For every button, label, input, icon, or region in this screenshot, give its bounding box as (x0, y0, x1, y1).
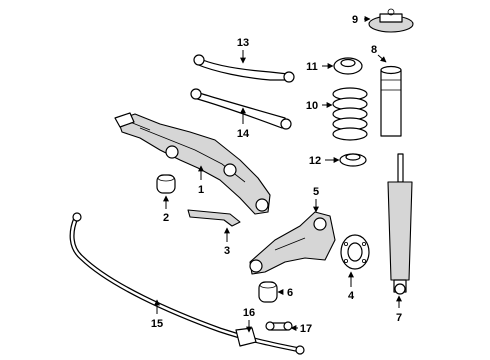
wheel-hub (340, 234, 370, 270)
dust-boot (380, 65, 402, 137)
rear-knuckle (249, 211, 336, 275)
upper-control-arm (193, 54, 295, 83)
stabilizer-link (265, 321, 293, 331)
callout-15: 15 (151, 318, 163, 330)
bushing (258, 281, 278, 303)
callout-5: 5 (313, 186, 319, 198)
callout-16: 16 (243, 307, 255, 319)
stabilizer-bushing (235, 327, 257, 347)
rear-subframe (114, 112, 271, 215)
callout-2: 2 (163, 212, 169, 224)
lower-spring-seat (339, 153, 367, 167)
callout-4: 4 (348, 290, 355, 302)
callout-10: 10 (306, 100, 318, 112)
callout-17: 17 (300, 323, 312, 335)
coil-spring (332, 87, 368, 141)
callout-8: 8 (371, 44, 377, 56)
upper-spring-seat (333, 57, 363, 75)
callout-14: 14 (237, 128, 250, 140)
shock-absorber (387, 153, 413, 295)
subframe-bushing (156, 174, 176, 194)
callout-12: 12 (309, 155, 321, 167)
callout-7: 7 (396, 312, 402, 324)
callout-6: 6 (287, 287, 293, 299)
lower-control-arm (190, 88, 292, 130)
callout-9: 9 (352, 14, 358, 26)
strut-mount (368, 8, 414, 33)
callout-1: 1 (198, 184, 204, 196)
callout-3: 3 (224, 245, 230, 257)
trailing-bracket (187, 209, 241, 227)
callout-13: 13 (237, 37, 249, 49)
callout-11: 11 (306, 61, 318, 73)
